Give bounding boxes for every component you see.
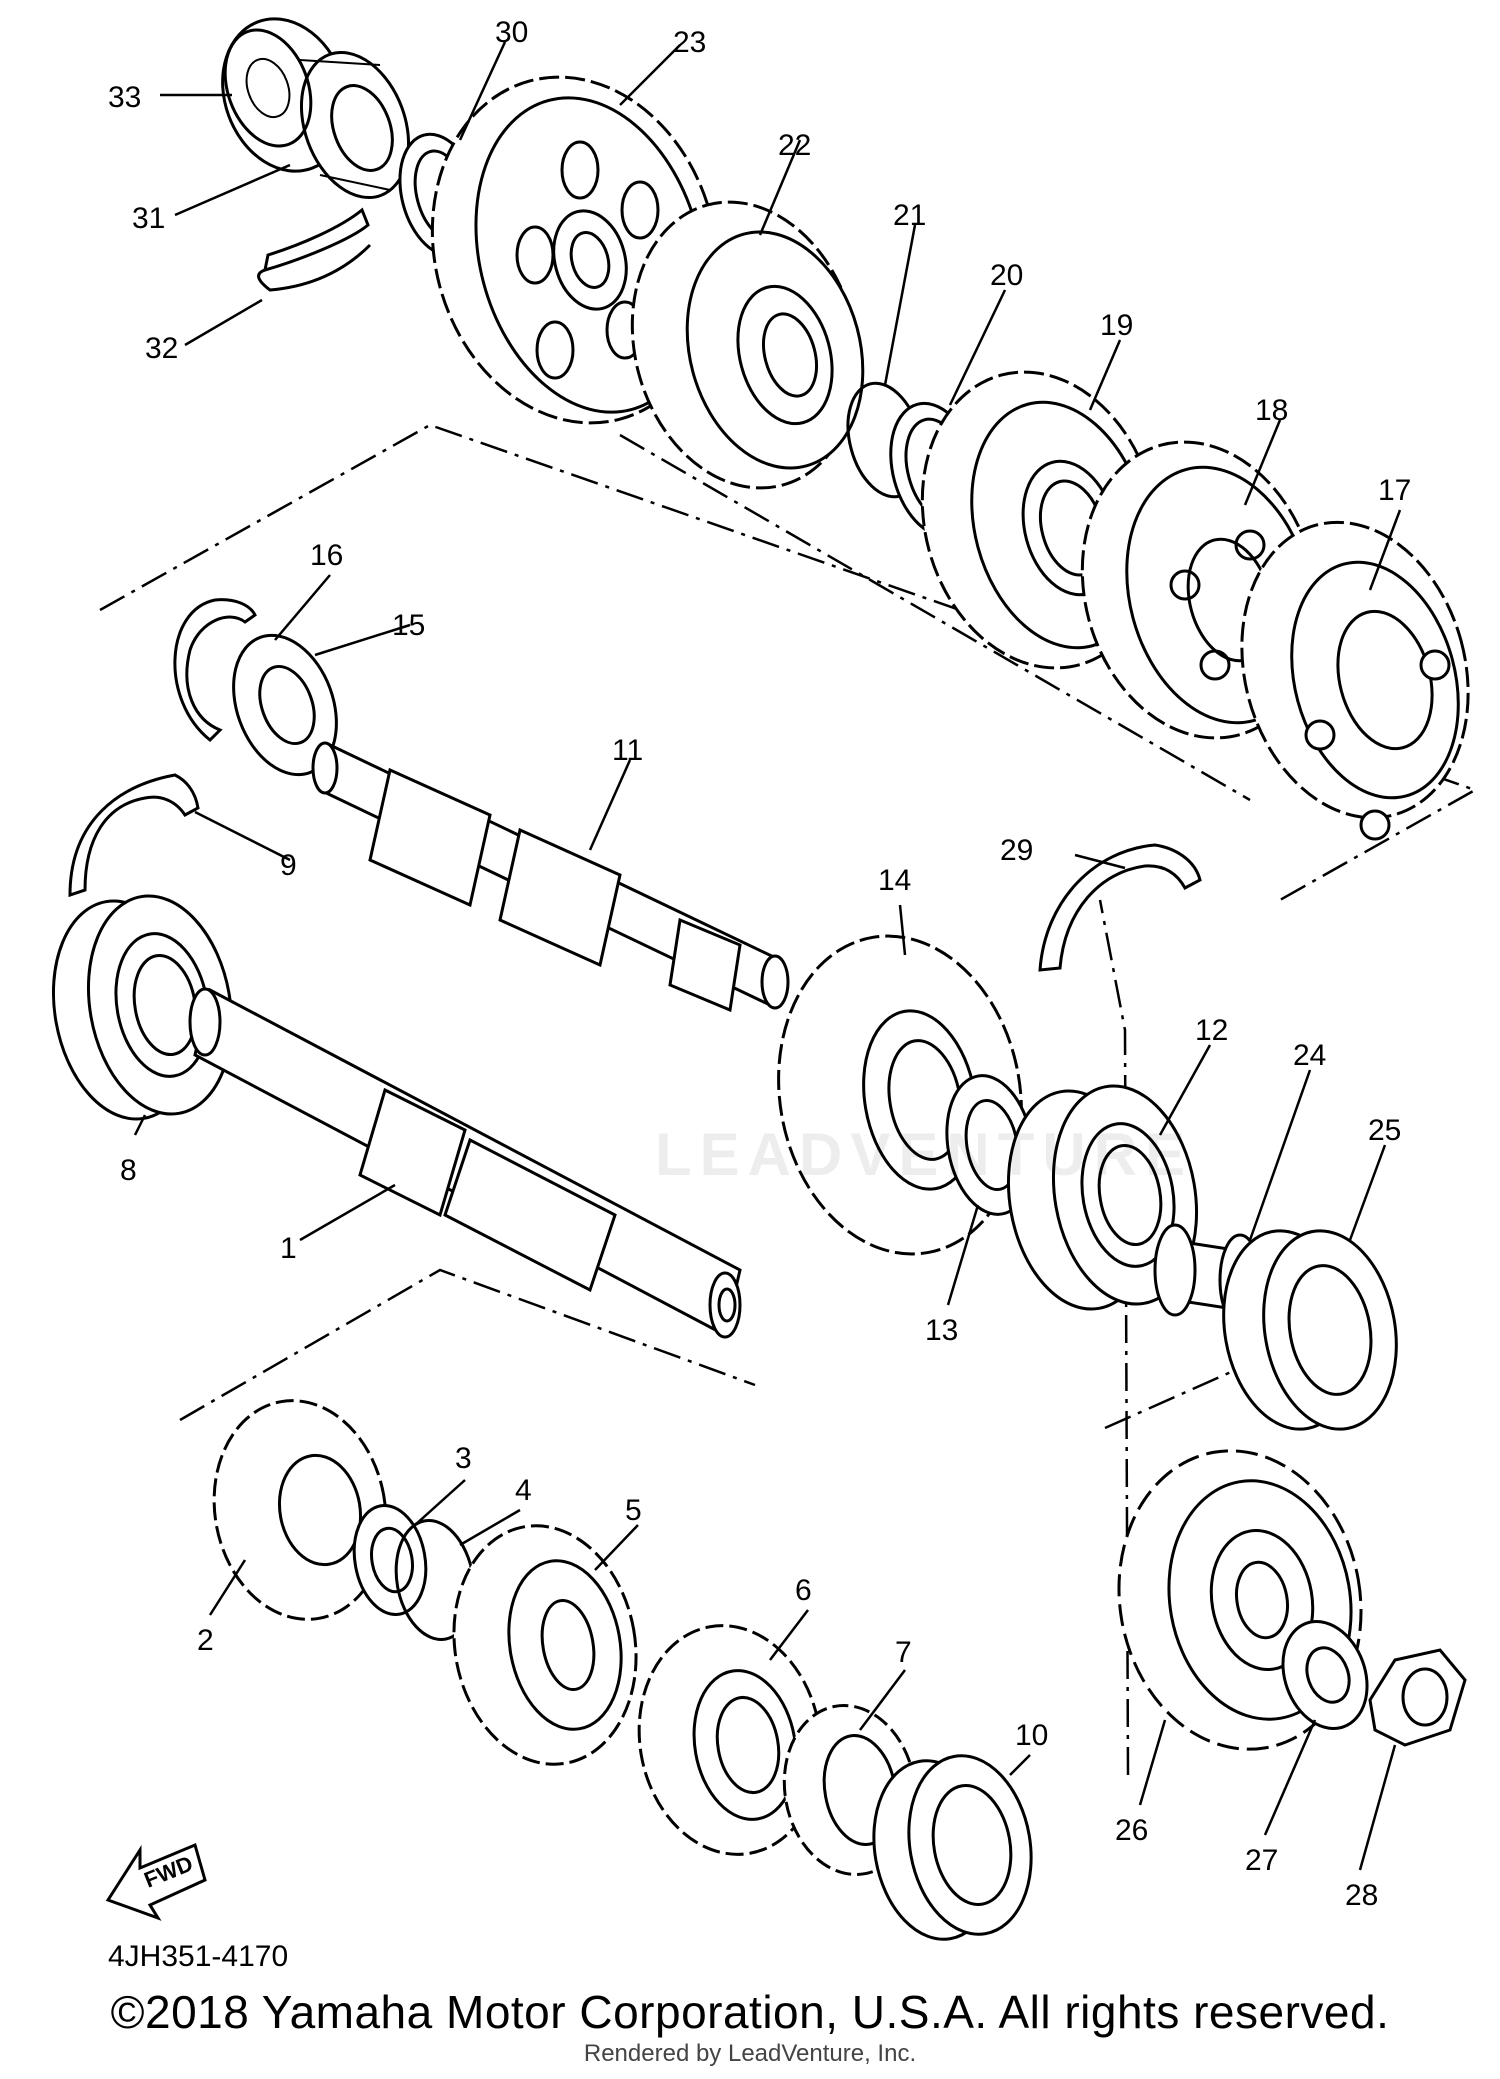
lock-washer-15[interactable] — [215, 621, 354, 789]
callout-18: 18 — [1255, 394, 1288, 427]
fwd-arrow: FWD — [105, 1842, 207, 1921]
callout-20: 20 — [990, 259, 1023, 292]
callout-32: 32 — [145, 332, 178, 365]
half-ring-32[interactable] — [257, 207, 372, 292]
rendered-by-notice: Rendered by LeadVenture, Inc. — [583, 2040, 917, 2067]
copyright-notice: ©2018 Yamaha Motor Corporation, U.S.A. A… — [110, 1986, 1390, 2038]
diagram-code: 4JH351-4170 — [108, 1940, 289, 1973]
callout-3: 3 — [455, 1442, 472, 1475]
leader-lines — [133, 41, 1402, 1871]
callout-2: 2 — [197, 1624, 214, 1657]
assembly-lines — [99, 423, 1479, 1776]
callout-17: 17 — [1378, 474, 1411, 507]
callout-29: 29 — [1000, 834, 1033, 867]
callout-24: 24 — [1293, 1039, 1326, 1072]
callout-10: 10 — [1015, 1719, 1048, 1752]
circlip-33[interactable] — [210, 18, 326, 158]
lock-washer-27[interactable] — [1269, 1610, 1382, 1741]
callout-26: 26 — [1115, 1814, 1148, 1847]
gear-6[interactable] — [621, 1611, 838, 1869]
oil-seal-25[interactable] — [1209, 1220, 1412, 1440]
half-ring-29[interactable] — [1038, 843, 1202, 972]
callout-9: 9 — [280, 849, 297, 882]
bearing-31[interactable] — [202, 1, 428, 212]
callout-27: 27 — [1245, 1844, 1278, 1877]
callout-33: 33 — [108, 81, 141, 114]
callout-21: 21 — [893, 199, 926, 232]
gear-22[interactable] — [601, 176, 889, 513]
callout-4: 4 — [515, 1474, 532, 1507]
callout-8: 8 — [120, 1154, 137, 1187]
callout-30: 30 — [495, 16, 528, 49]
bearing-10[interactable] — [860, 1746, 1044, 1949]
main-axle-11[interactable] — [311, 741, 790, 1013]
gear-17[interactable] — [1210, 497, 1500, 844]
callout-12: 12 — [1195, 1014, 1228, 1047]
half-ring-9[interactable] — [68, 773, 200, 898]
callout-14: 14 — [878, 864, 911, 897]
callout-22: 22 — [778, 129, 811, 162]
callout-31: 31 — [132, 202, 165, 235]
gear-5[interactable] — [436, 1511, 655, 1779]
drive-axle-1[interactable] — [188, 987, 742, 1339]
watermark-text: LEADVENTURE — [655, 1121, 1194, 1188]
callout-16: 16 — [310, 539, 343, 572]
callout-23: 23 — [673, 26, 706, 59]
callout-25: 25 — [1368, 1114, 1401, 1147]
callout-19: 19 — [1100, 309, 1133, 342]
callout-6: 6 — [795, 1574, 812, 1607]
nut-28[interactable] — [1368, 1648, 1467, 1747]
circlip-16[interactable] — [173, 598, 257, 743]
callout-13: 13 — [925, 1314, 958, 1347]
callout-labels: 33 31 32 30 23 22 21 20 19 18 17 16 15 1… — [108, 16, 1411, 1912]
callout-7: 7 — [895, 1636, 912, 1669]
callout-5: 5 — [625, 1494, 642, 1527]
callout-15: 15 — [392, 609, 425, 642]
bearing-8[interactable] — [37, 885, 248, 1131]
callout-11: 11 — [612, 734, 643, 767]
gear-2[interactable] — [197, 1387, 403, 1633]
callout-1: 1 — [280, 1232, 297, 1265]
callout-28: 28 — [1345, 1879, 1378, 1912]
